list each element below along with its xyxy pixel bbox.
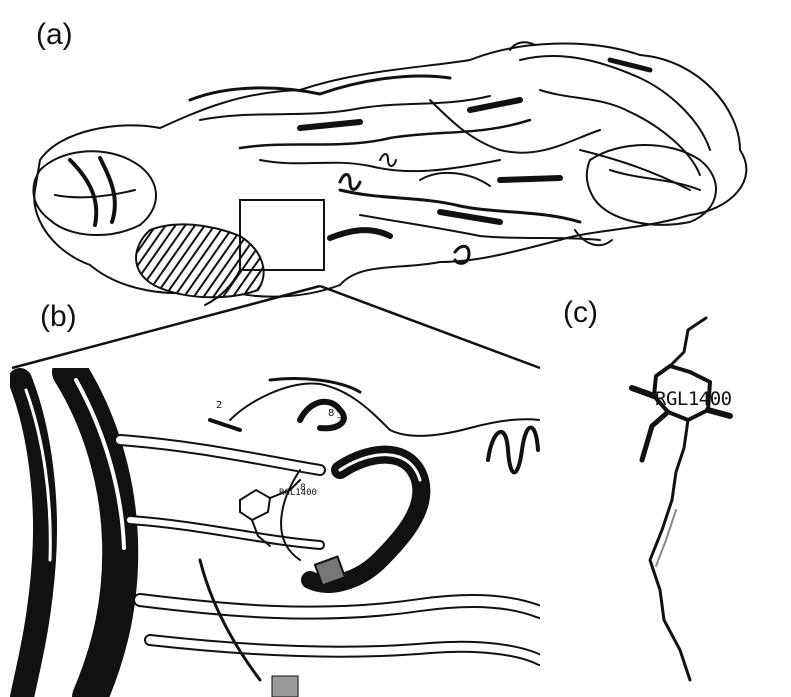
panel-c-ligand-sticks (632, 318, 730, 680)
panel-label-a: (a) (36, 18, 73, 52)
zoom-callout-lines (12, 286, 540, 368)
residue-label-panel-c: RGL1400 (655, 388, 732, 410)
panel-label-c: (c) (563, 296, 598, 330)
svg-text:8 _: 8 _ (328, 408, 344, 419)
residue-label-panel-b: RGL1400 (279, 488, 317, 498)
panel-b-zoomed-region: 2 8 _ 8 (20, 372, 540, 697)
svg-text:2: 2 (216, 400, 222, 411)
panel-label-b: (b) (40, 300, 77, 334)
panel-a-ribbon-structure (33, 42, 746, 305)
